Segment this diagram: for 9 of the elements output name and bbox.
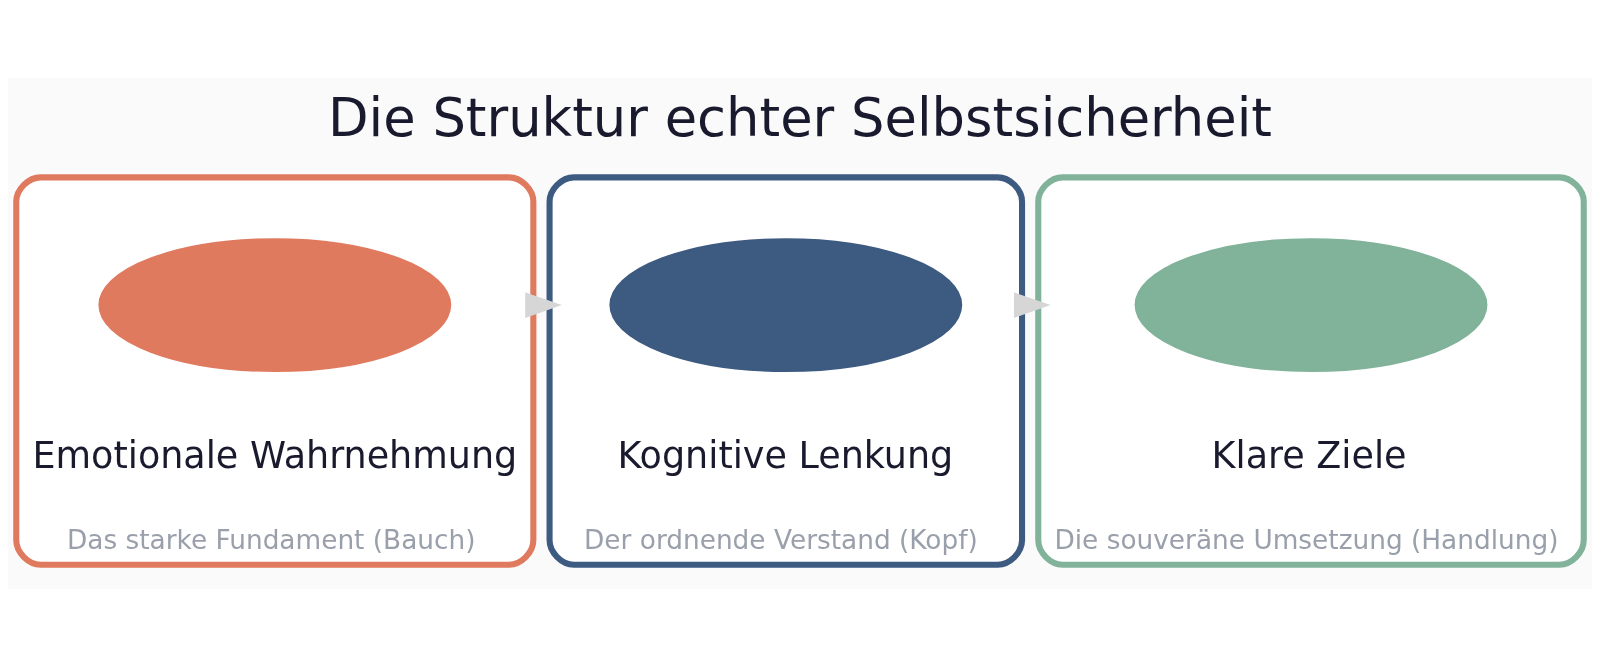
cluster: Kognitive Lenkung Der ordnende Verstand (Kopf) [546, 174, 1026, 568]
node-ellipse [1134, 238, 1488, 373]
node-ellipse [609, 238, 963, 373]
node-ellipse [98, 238, 452, 373]
arrow [1013, 292, 1051, 318]
cluster: Emotionale Wahrnehmung Das starke Fundament (Bauch) [13, 174, 537, 568]
cluster: Klare Ziele Die souveräne Umsetzung (Handlung) [1035, 174, 1587, 568]
diagram-title: Die Struktur echter Selbstsicherheit [327, 87, 1273, 149]
arrow [525, 292, 562, 318]
